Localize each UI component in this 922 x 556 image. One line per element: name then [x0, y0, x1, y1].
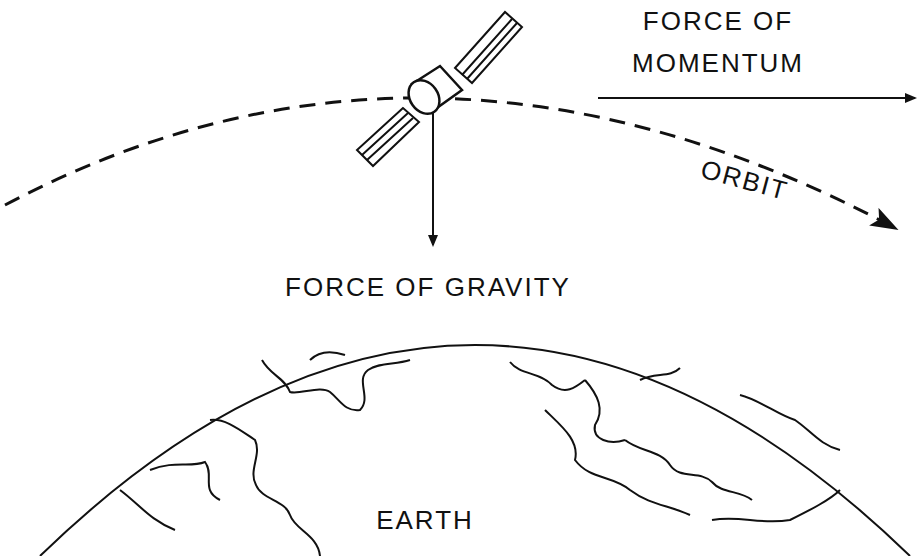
solar-panels — [357, 12, 522, 166]
satellite-body — [402, 66, 462, 120]
earth-region: EARTH — [0, 340, 922, 556]
gravity-label: FORCE OF GRAVITY — [285, 266, 571, 308]
node-label: EARTH — [376, 505, 474, 536]
gravity-arrow — [432, 110, 434, 245]
continents — [120, 352, 840, 556]
orbit-path — [5, 98, 895, 228]
momentum-label: FORCE OF MOMENTUM — [618, 0, 818, 84]
orbit-label: ORBIT — [696, 148, 793, 212]
momentum-arrow — [598, 97, 915, 99]
